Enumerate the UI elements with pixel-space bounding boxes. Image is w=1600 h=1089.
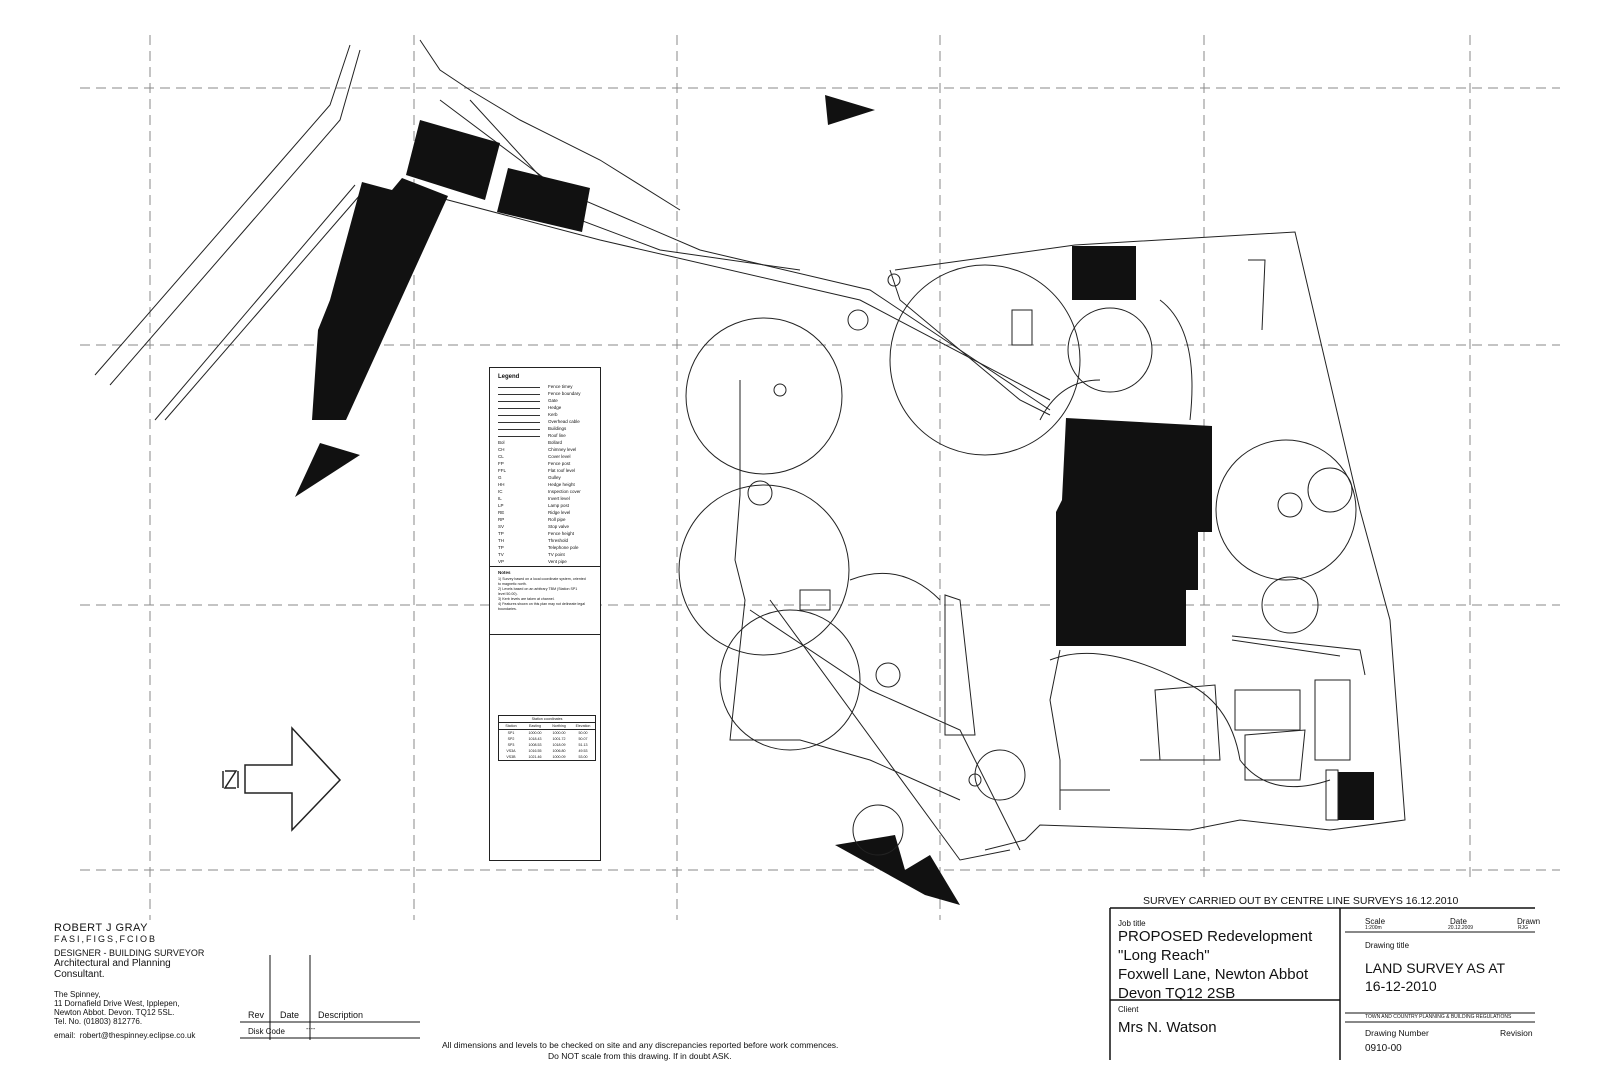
site-check-note: All dimensions and levels to be checked … bbox=[442, 1040, 839, 1050]
legend-item: Kerb bbox=[490, 412, 600, 419]
regulations-note: TOWN AND COUNTRY PLANNING & BUILDING REG… bbox=[1365, 1014, 1512, 1020]
job-title-line: PROPOSED Redevelopment bbox=[1118, 928, 1313, 945]
drawn-label: Drawn bbox=[1517, 917, 1541, 926]
legend-items: Fence timey Fence boundary Gate Hedge Ke… bbox=[490, 384, 600, 574]
legend-item: Hedge bbox=[490, 405, 600, 412]
designer-address: Newton Abbot. Devon. TQ12 5SL. bbox=[54, 1008, 175, 1017]
designer-address: 11 Dornafield Drive West, Ipplepen, bbox=[54, 999, 180, 1008]
date-value: 20.12.2009 bbox=[1448, 925, 1474, 931]
designer-description: Architectural and Planning bbox=[54, 958, 171, 969]
legend-divider bbox=[490, 634, 600, 635]
legend-notes: 1) Survey based on a local coordinate sy… bbox=[498, 577, 586, 611]
description-label: Description bbox=[318, 1010, 364, 1020]
scale-label: Scale bbox=[1365, 917, 1386, 926]
scale-warning-note: Do NOT scale from this drawing. If in do… bbox=[548, 1051, 732, 1061]
north-arrow bbox=[222, 726, 342, 832]
survey-note: SURVEY CARRIED OUT BY CENTRE LINE SURVEY… bbox=[1143, 895, 1459, 907]
tree-canopies bbox=[678, 264, 1357, 856]
legend-item: Gate bbox=[490, 398, 600, 405]
building-small-shed bbox=[1338, 772, 1374, 820]
drawn-value: RJG bbox=[1518, 925, 1528, 931]
lane-lines bbox=[94, 39, 1051, 421]
site-boundary bbox=[729, 231, 1406, 861]
designer-role: DESIGNER - BUILDING SURVEYOR bbox=[54, 948, 205, 958]
legend-item: Roof line bbox=[490, 433, 600, 440]
legend-item: Buildings bbox=[490, 426, 600, 433]
designer-qualifications: FASI,FIGS,FCIOB bbox=[54, 934, 158, 944]
building-garage bbox=[1072, 246, 1136, 300]
legend-item: Fence timey bbox=[490, 384, 600, 391]
drawing-number: 0910-00 bbox=[1365, 1043, 1402, 1054]
job-title-label: Job title bbox=[1118, 919, 1146, 928]
designer-name: ROBERT J GRAY bbox=[54, 922, 148, 934]
client-label: Client bbox=[1118, 1005, 1139, 1014]
revision-label: Revision bbox=[1500, 1028, 1533, 1038]
title-block-frame bbox=[240, 907, 1535, 1060]
rev-label: Rev bbox=[248, 1010, 265, 1020]
drawing-title: LAND SURVEY AS AT bbox=[1365, 960, 1506, 976]
scale-value: 1:200m bbox=[1365, 925, 1382, 931]
job-title-line: Foxwell Lane, Newton Abbot bbox=[1118, 966, 1309, 983]
station-table-header: Station Easting Northing Elevation bbox=[499, 723, 595, 730]
designer-address: The Spinney, bbox=[54, 990, 101, 999]
building-top-left-2 bbox=[497, 168, 590, 232]
designer-description: Consultant. bbox=[54, 969, 105, 980]
legend-title: Legend bbox=[498, 374, 520, 380]
buildings bbox=[312, 120, 1374, 820]
legend-box: Legend Fence timey Fence boundary Gate H… bbox=[489, 367, 601, 861]
disk-code-label: Disk Code bbox=[248, 1027, 285, 1036]
designer-block: ROBERT J GRAY FASI,FIGS,FCIOB DESIGNER -… bbox=[54, 922, 274, 1040]
legend-notes-title: Notes bbox=[498, 570, 511, 575]
job-title-line: "Long Reach" bbox=[1118, 947, 1210, 964]
legend-item: Overhead cable bbox=[490, 419, 600, 426]
building-top-left-1 bbox=[406, 120, 500, 200]
drawing-number-label: Drawing Number bbox=[1365, 1028, 1429, 1038]
legend-divider bbox=[490, 566, 600, 567]
building-main-house bbox=[1056, 418, 1212, 646]
drawing-title-label: Drawing title bbox=[1365, 941, 1410, 950]
client-name: Mrs N. Watson bbox=[1118, 1019, 1217, 1036]
drawing-title: 16-12-2010 bbox=[1365, 978, 1437, 994]
date-label: Date bbox=[280, 1010, 300, 1020]
building-long-barn bbox=[312, 178, 448, 420]
date-label: Date bbox=[1450, 917, 1467, 926]
disk-code-value: ---- bbox=[306, 1026, 316, 1033]
legend-item: Fence boundary bbox=[490, 391, 600, 398]
job-title-line: Devon TQ12 2SB bbox=[1118, 985, 1236, 1002]
station-table-title: Station coordinates bbox=[499, 716, 595, 723]
designer-telephone: Tel. No. (01803) 812776. bbox=[54, 1017, 143, 1026]
station-table: Station coordinates Station Easting Nort… bbox=[498, 715, 596, 761]
designer-email: email: robert@thespinney.eclipse.co.uk bbox=[54, 1031, 196, 1040]
